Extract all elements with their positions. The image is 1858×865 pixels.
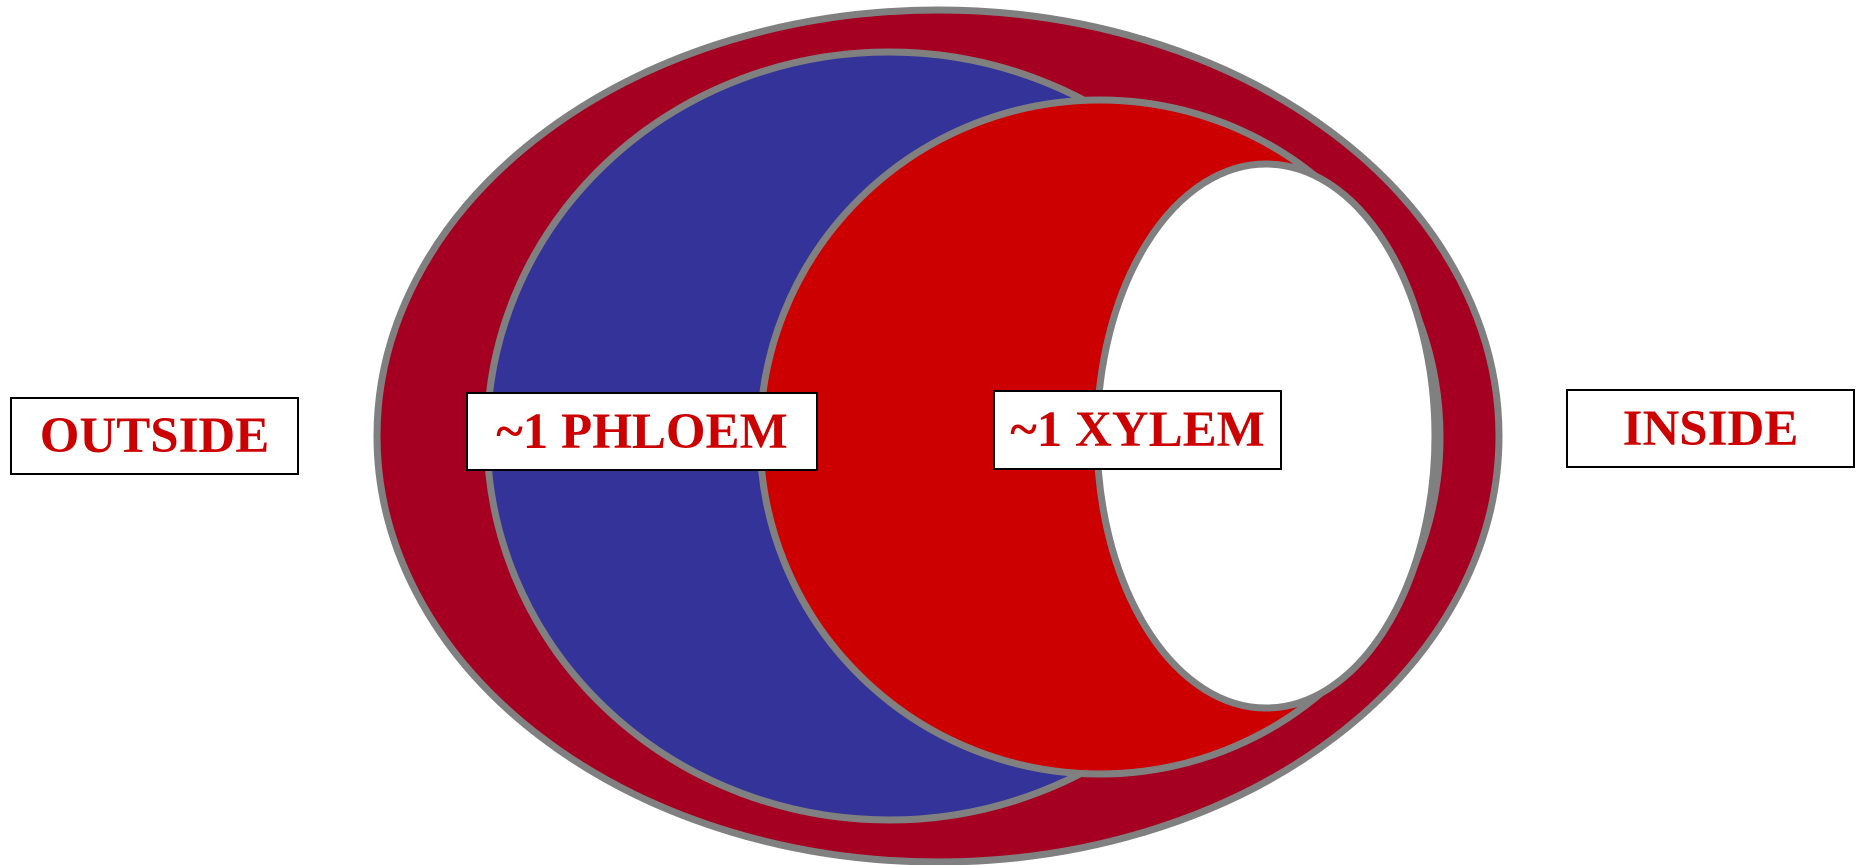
outside-label: OUTSIDE [40,407,270,465]
phloem-label-box: ~1 PHLOEM [466,392,818,471]
inside-label-box: INSIDE [1566,389,1855,468]
phloem-label: ~1 PHLOEM [496,403,787,461]
outside-label-box: OUTSIDE [10,397,299,475]
inside-label: INSIDE [1623,400,1799,458]
xylem-label-box: ~1 XYLEM [993,390,1282,470]
xylem-label: ~1 XYLEM [1010,401,1265,459]
